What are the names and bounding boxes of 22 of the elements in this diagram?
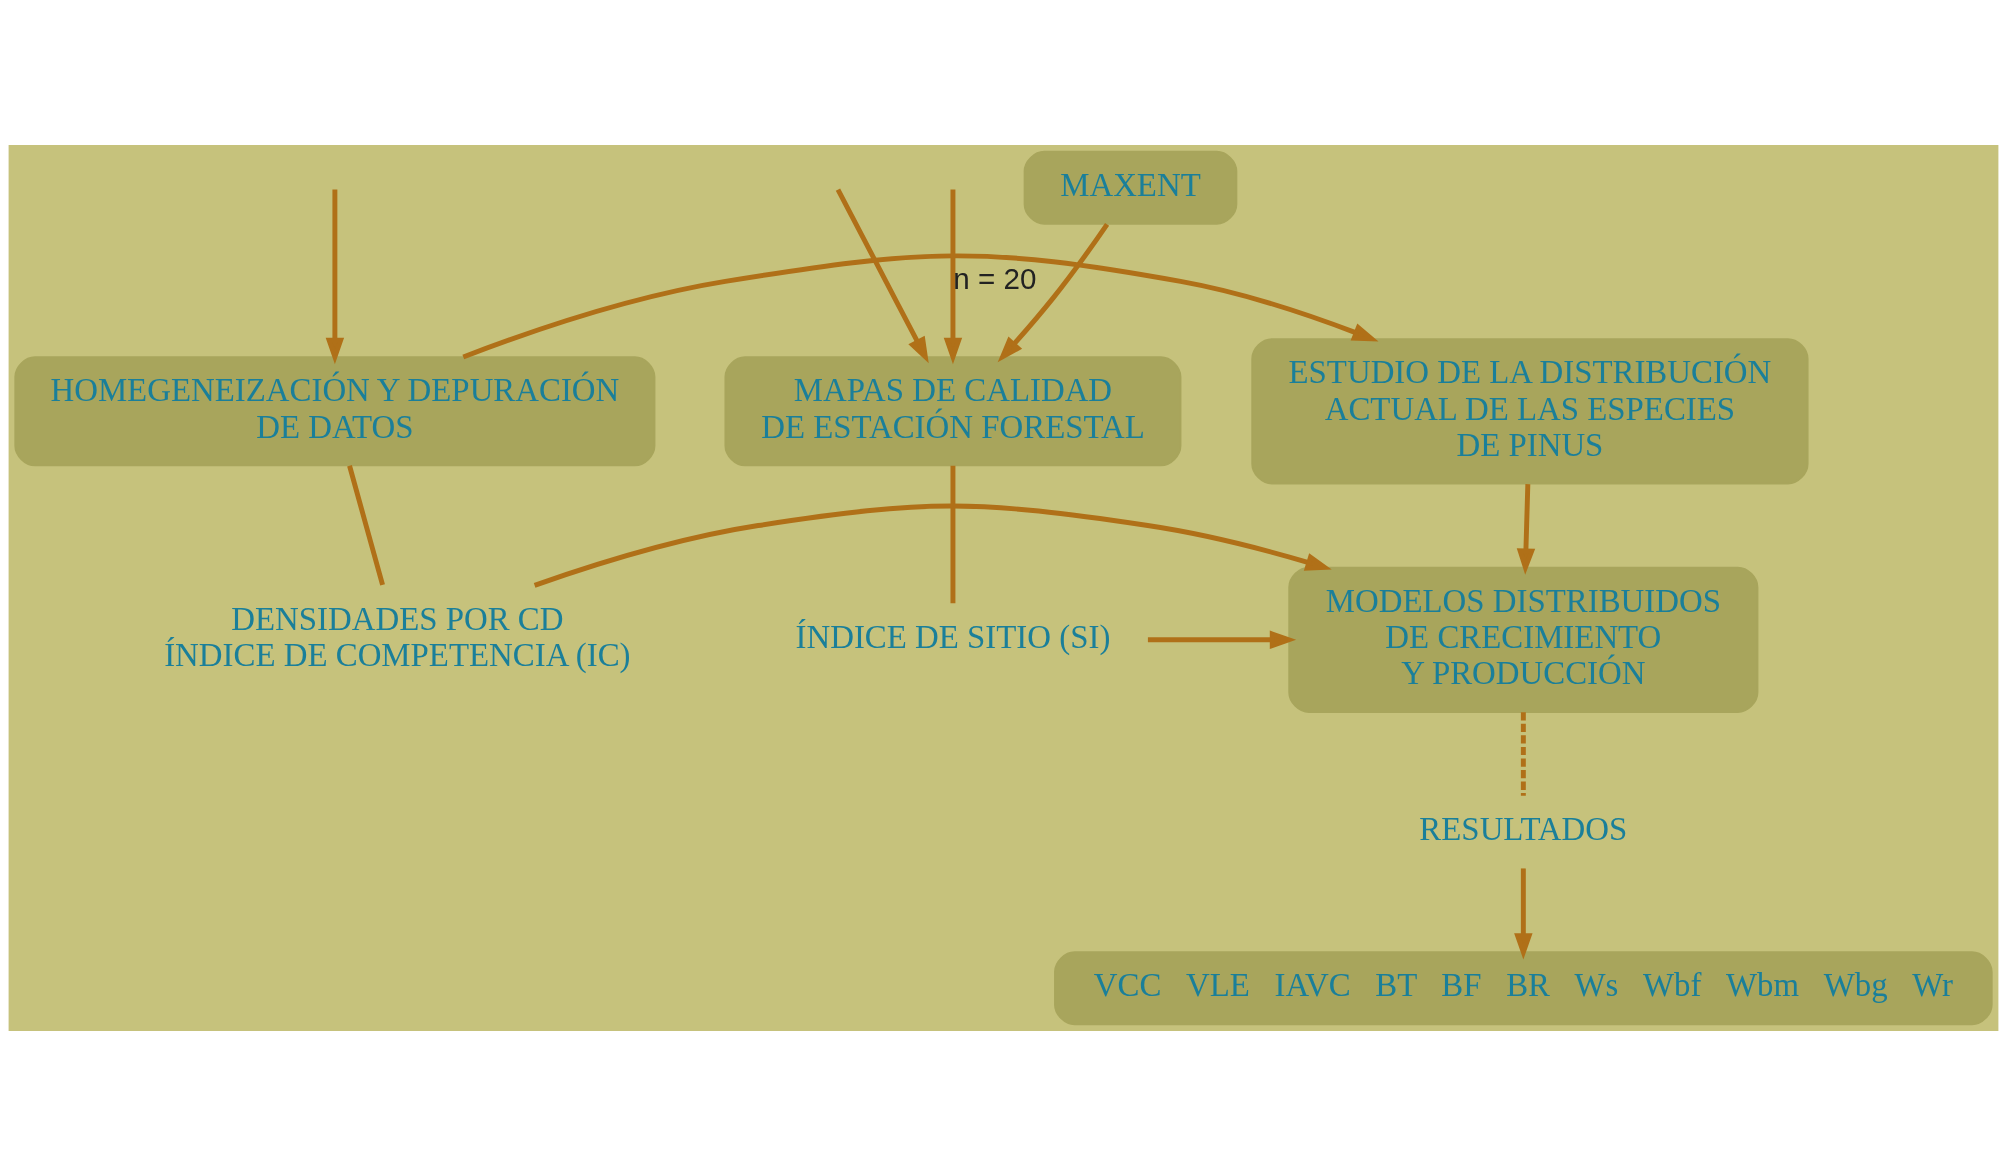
- node-box: MAPAS DE CALIDAD DE ESTACIÓN FORESTAL: [724, 355, 1182, 466]
- node-box: HOMEGENEIZACIÓN Y DEPURACIÓN DE DATOS: [14, 355, 656, 466]
- node-box: MAXENT: [1023, 150, 1238, 225]
- arrow: [943, 189, 963, 364]
- connector: [347, 464, 385, 586]
- arrow: [835, 187, 929, 363]
- node-box: MODELOS DISTRIBUIDOS DE CRECIMIENTO Y PRODUCCIÓN: [1288, 566, 1759, 713]
- arrow: [997, 222, 1110, 362]
- node-text: ÍNDICE DE SITIO (SI): [795, 618, 1111, 655]
- node-text: RESULTADOS: [1419, 810, 1628, 847]
- connector: [1520, 711, 1526, 796]
- arrow: [1516, 483, 1536, 575]
- arrow: [462, 252, 1379, 359]
- arrow: [533, 503, 1332, 588]
- node-box: VCC VLE IAVC BT BF BR Ws Wbf Wbm Wbg Wr: [1054, 950, 1993, 1025]
- arrow: [1147, 630, 1297, 649]
- connector: [950, 465, 956, 603]
- edge-label: n = 20: [953, 261, 1037, 295]
- node-box: ESTUDIO DE LA DISTRIBUCIÓN ACTUAL DE LAS ESPECIES DE PINUS: [1251, 337, 1809, 484]
- arrow: [1514, 867, 1533, 960]
- node-text: DENSIDADES POR CD ÍNDICE DE COMPETENCIA (IC): [164, 600, 631, 673]
- arrow: [325, 189, 345, 364]
